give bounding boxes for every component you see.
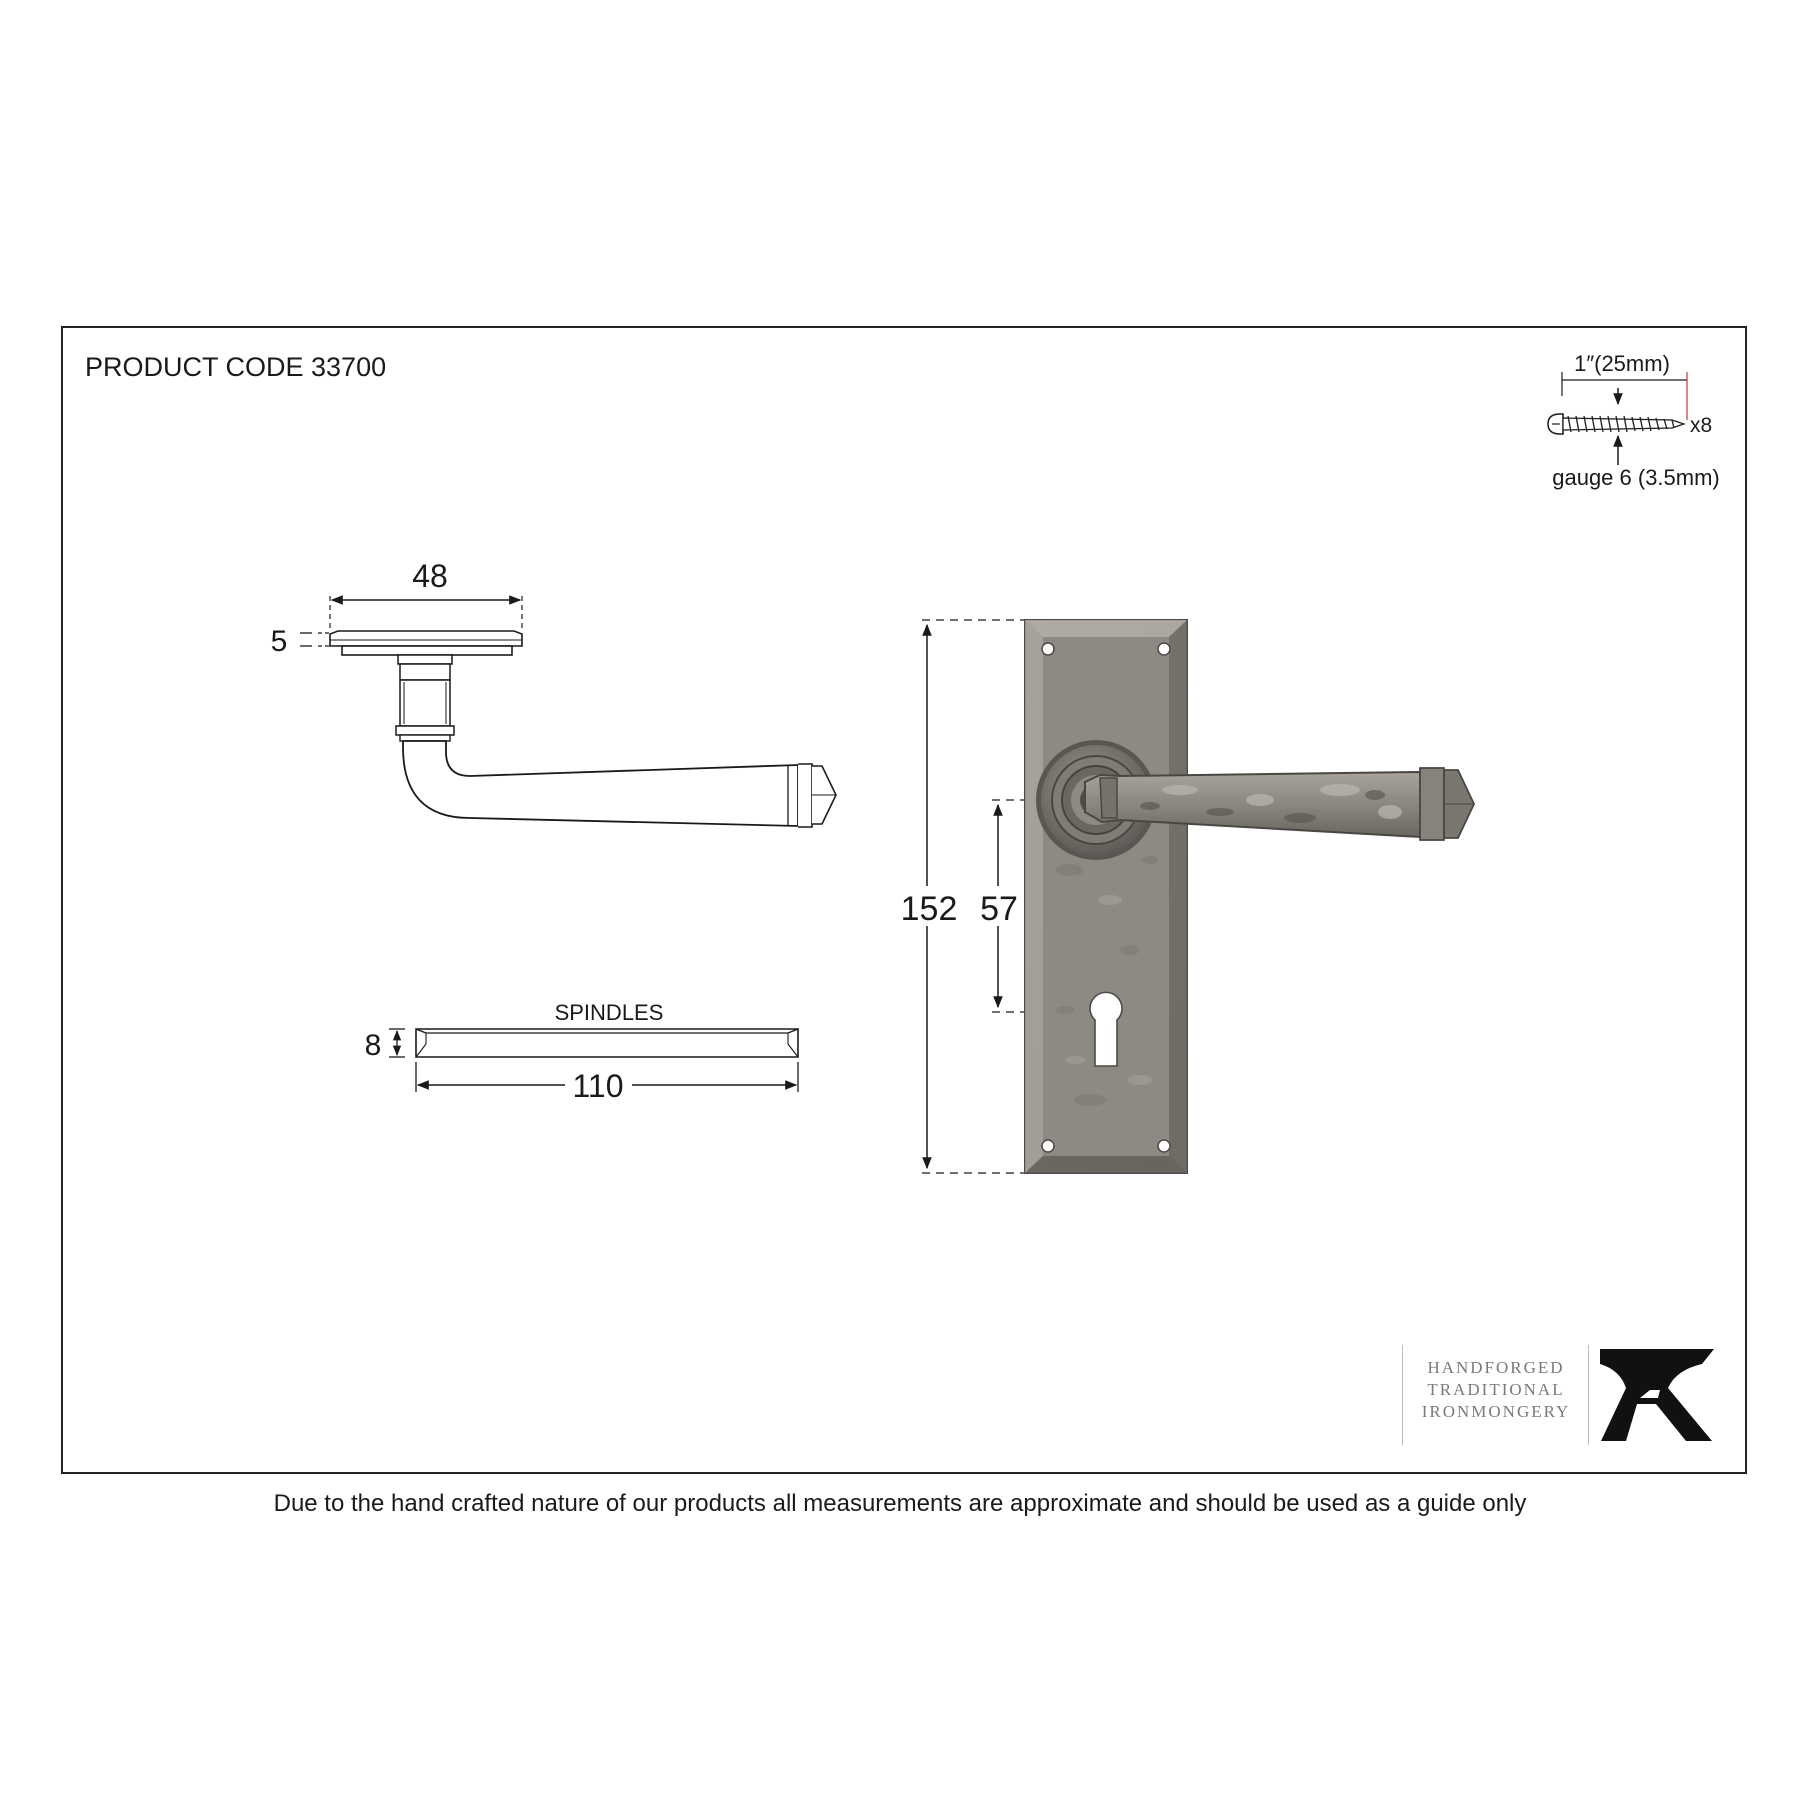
- spindles-title: SPINDLES: [555, 1000, 664, 1025]
- screw-gauge-label: gauge 6 (3.5mm): [1552, 465, 1720, 490]
- screw-diagram: 1″(25mm) x8 gauge 6 (3.5mm): [1547, 351, 1720, 490]
- screw-hole: [1041, 1139, 1055, 1153]
- lever-handle: [1084, 767, 1475, 841]
- backplate-height-label: 152: [901, 890, 958, 928]
- tagline-line: TRADITIONAL: [1427, 1380, 1565, 1399]
- spindle-diagram: SPINDLES 8 110: [365, 1000, 799, 1104]
- drawing-frame: [61, 326, 1747, 1474]
- brand-tagline: HANDFORGED TRADITIONAL IRONMONGERY: [1410, 1357, 1582, 1423]
- measurement-disclaimer: Due to the hand crafted nature of our pr…: [273, 1490, 1527, 1517]
- keyhole: [1089, 991, 1123, 1067]
- anvil-a-icon: [1600, 1349, 1714, 1441]
- lever-arm: [402, 740, 799, 827]
- screw-hole: [1041, 642, 1055, 656]
- screw-hole: [1157, 1139, 1171, 1153]
- logo-divider-right: [1588, 1345, 1589, 1445]
- tagline-line: IRONMONGERY: [1421, 1402, 1571, 1421]
- backplate-centres-label: 57: [980, 890, 1018, 928]
- product-code: PRODUCT CODE 33700: [85, 352, 387, 382]
- screw-length-label: 1″(25mm): [1574, 351, 1670, 376]
- screw-icon: [1547, 413, 1686, 435]
- spindle-thickness-label: 8: [365, 1029, 382, 1062]
- rose-width-label: 48: [412, 558, 448, 594]
- lever-side-view: 48 5: [271, 558, 837, 828]
- screw-quantity-label: x8: [1690, 414, 1712, 437]
- spindle-length-label: 110: [572, 1068, 623, 1104]
- logo-divider-left: [1402, 1345, 1403, 1445]
- rose-plate: [329, 630, 523, 647]
- screw-hole: [1157, 642, 1171, 656]
- backplate-front-view: 152 57: [898, 619, 1475, 1174]
- backplate: [1024, 619, 1188, 1174]
- rose-depth-label: 5: [271, 625, 288, 658]
- tagline-line: HANDFORGED: [1427, 1358, 1565, 1377]
